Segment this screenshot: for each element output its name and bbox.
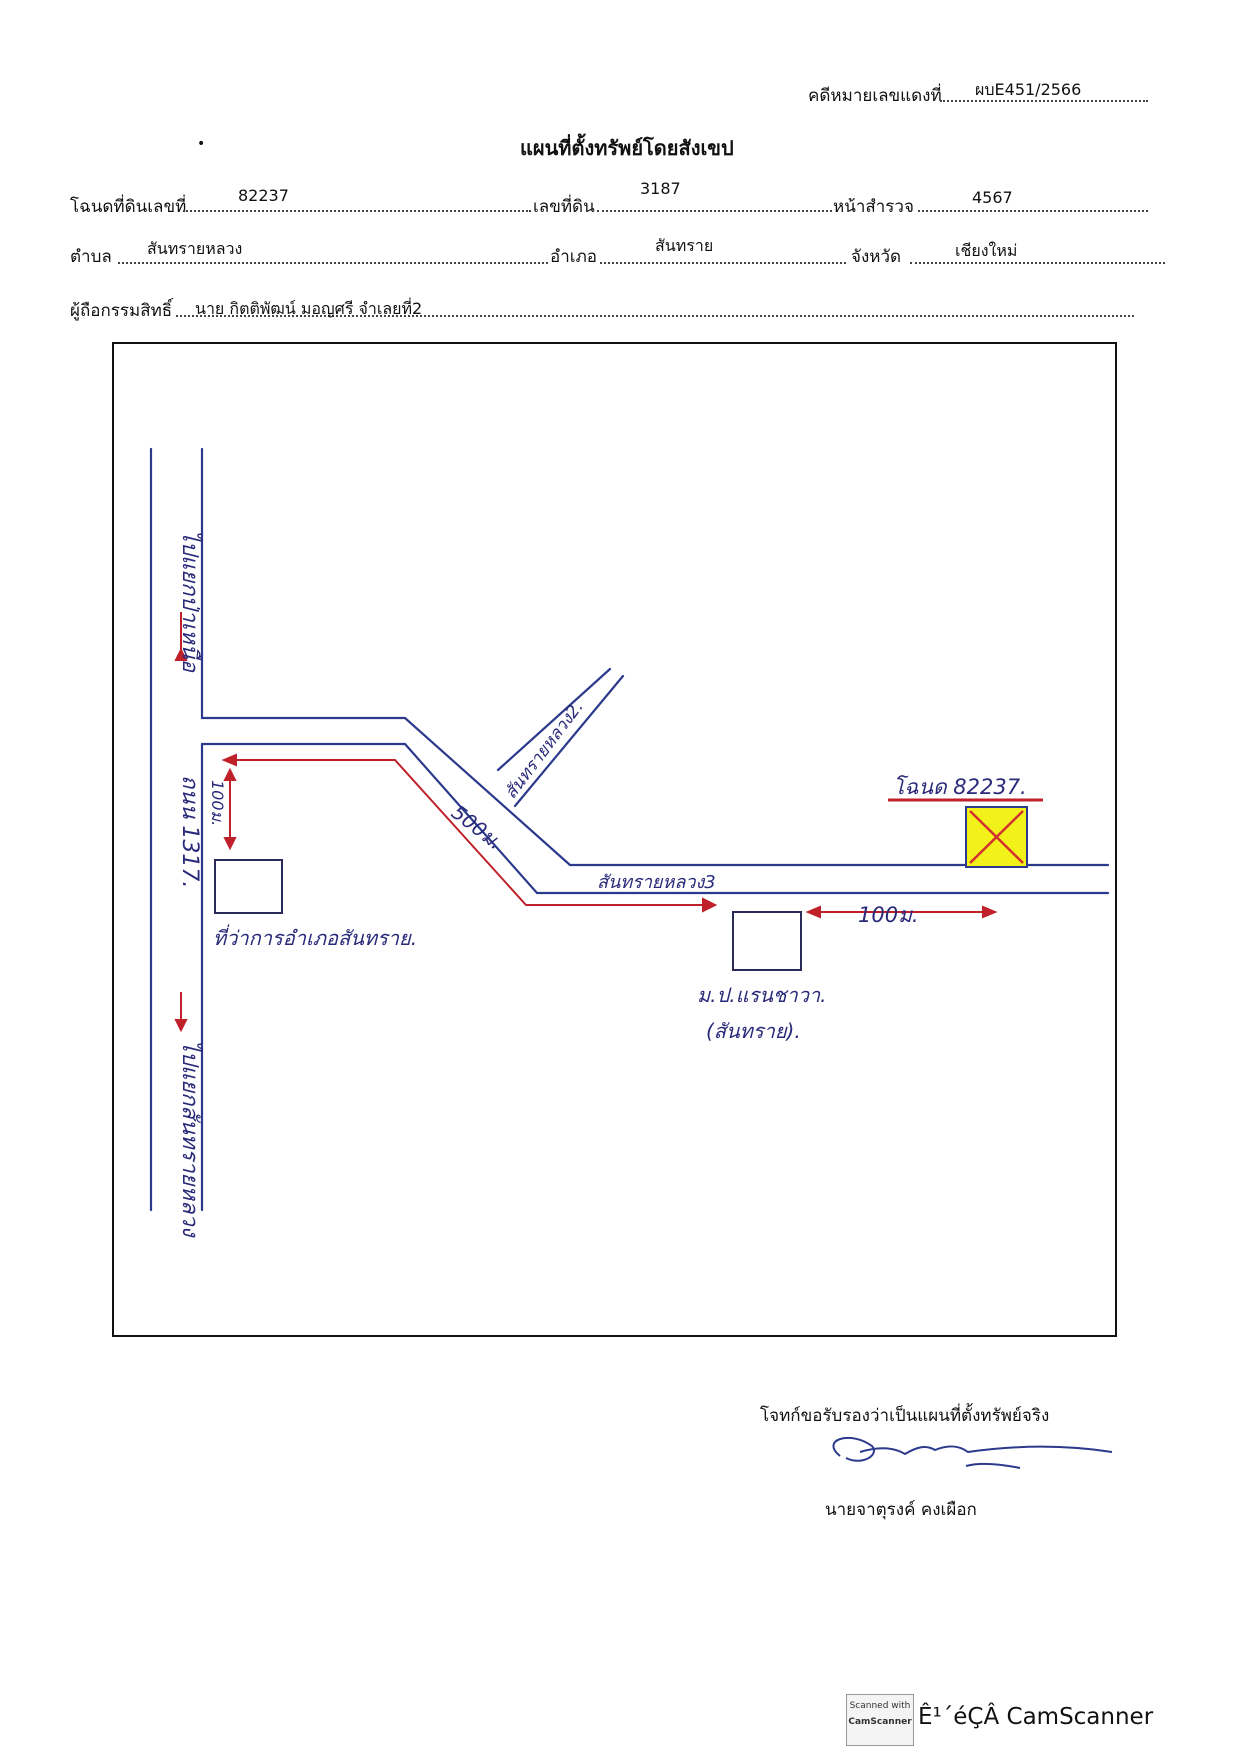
case-number-label: คดีหมายเลขแดงที่ xyxy=(808,86,942,106)
landmark-label-left: ที่ว่าการอำเภอสันทราย. xyxy=(213,924,417,950)
arrow-route-end-head xyxy=(702,897,718,913)
province-label: จังหวัด xyxy=(851,247,902,267)
road-label-top: ไปแยกป่าเหนือ xyxy=(177,530,203,673)
survey-dotline xyxy=(918,210,1148,212)
signature xyxy=(832,1437,1113,1469)
land-no-value: 3187 xyxy=(640,179,681,198)
arrow-100-horizontal-right xyxy=(982,905,998,919)
deed-dotline xyxy=(183,210,531,212)
road-diagonal-right-edge xyxy=(513,674,625,808)
province-dotline xyxy=(910,262,1165,264)
arrow-100-horizontal-left xyxy=(805,905,821,919)
subdistrict-dotline xyxy=(118,262,548,264)
land-no-dotline xyxy=(597,210,832,212)
case-number-value: ผบE451/2566 xyxy=(975,80,1082,99)
district-value: สันทราย xyxy=(655,236,714,255)
landmark-label-right-line1: ม.ป.แรนชาวา. xyxy=(697,983,827,1007)
landmark-box-left xyxy=(214,859,283,914)
camscanner-logo-line1: Scanned with xyxy=(849,1701,911,1711)
district-label: อำเภอ xyxy=(550,247,597,267)
road-label-bottom: ไปแยกสันทรายหลวง xyxy=(177,1040,203,1239)
case-number-dotline xyxy=(940,100,1148,102)
arrow-up-head xyxy=(174,647,188,661)
deed-label: โฉนดที่ดินเลขที่ xyxy=(70,197,187,217)
road-label-mid: ถนน 1317. xyxy=(177,775,202,888)
landmark-box-right xyxy=(732,911,802,971)
subdistrict-value: สันทรายหลวง xyxy=(147,239,243,258)
arrow-100-vertical-top xyxy=(223,767,237,781)
page-title: แผนที่ตั้งทรัพย์โดยสังเขป xyxy=(520,136,734,160)
owner-dotline xyxy=(176,315,1134,317)
arrow-down-head xyxy=(174,1019,188,1033)
subdistrict-label: ตำบล xyxy=(70,247,112,267)
camscanner-footer-text: Ê¹´éÇÂ CamScanner xyxy=(918,1704,1154,1730)
distance-label-100-horizontal: 100ม. xyxy=(858,903,919,927)
camscanner-logo: Scanned with CamScanner xyxy=(846,1694,914,1746)
certification-statement: โจทก์ขอรับรองว่าเป็นแผนที่ตั้งทรัพย์จริง xyxy=(760,1406,1050,1426)
survey-value: 4567 xyxy=(972,188,1013,207)
camscanner-logo-line2: CamScanner xyxy=(848,1717,912,1727)
road-horizontal-upper-edge xyxy=(200,716,1110,867)
deed-marker-x-b xyxy=(969,810,1024,864)
road-diagonal-left-edge xyxy=(496,667,612,772)
road-label-diagonal: สันทรายหลวง2. xyxy=(501,697,588,803)
landmark-label-right-line2: (สันทราย). xyxy=(706,1019,801,1043)
road-label-horizontal: สันทรายหลวง3 xyxy=(597,872,716,893)
owner-value: นาย กิตติพัฒน์ มอญศรี จำเลยที่2 xyxy=(195,299,423,318)
deed-marker-label: โฉนด 82237. xyxy=(893,775,1027,799)
road-horizontal-lower-edge xyxy=(200,742,1110,895)
arrow-route-500 xyxy=(232,759,708,906)
stray-dot: • xyxy=(197,136,206,152)
signer-name: นายจาตุรงค์ คงเผือก xyxy=(825,1500,977,1520)
district-dotline xyxy=(600,262,846,264)
province-value: เชียงใหม่ xyxy=(955,241,1018,260)
survey-label: หน้าสำรวจ xyxy=(833,197,914,217)
owner-label: ผู้ถือกรรมสิทธิ์ xyxy=(70,301,173,321)
distance-label-100-vertical: 100ม. xyxy=(208,780,227,826)
map-frame xyxy=(112,342,1117,1337)
arrow-route-start-head xyxy=(221,753,237,767)
deed-value: 82237 xyxy=(238,186,289,205)
arrow-100-vertical-bottom xyxy=(223,837,237,851)
land-no-label: เลขที่ดิน xyxy=(533,197,595,217)
